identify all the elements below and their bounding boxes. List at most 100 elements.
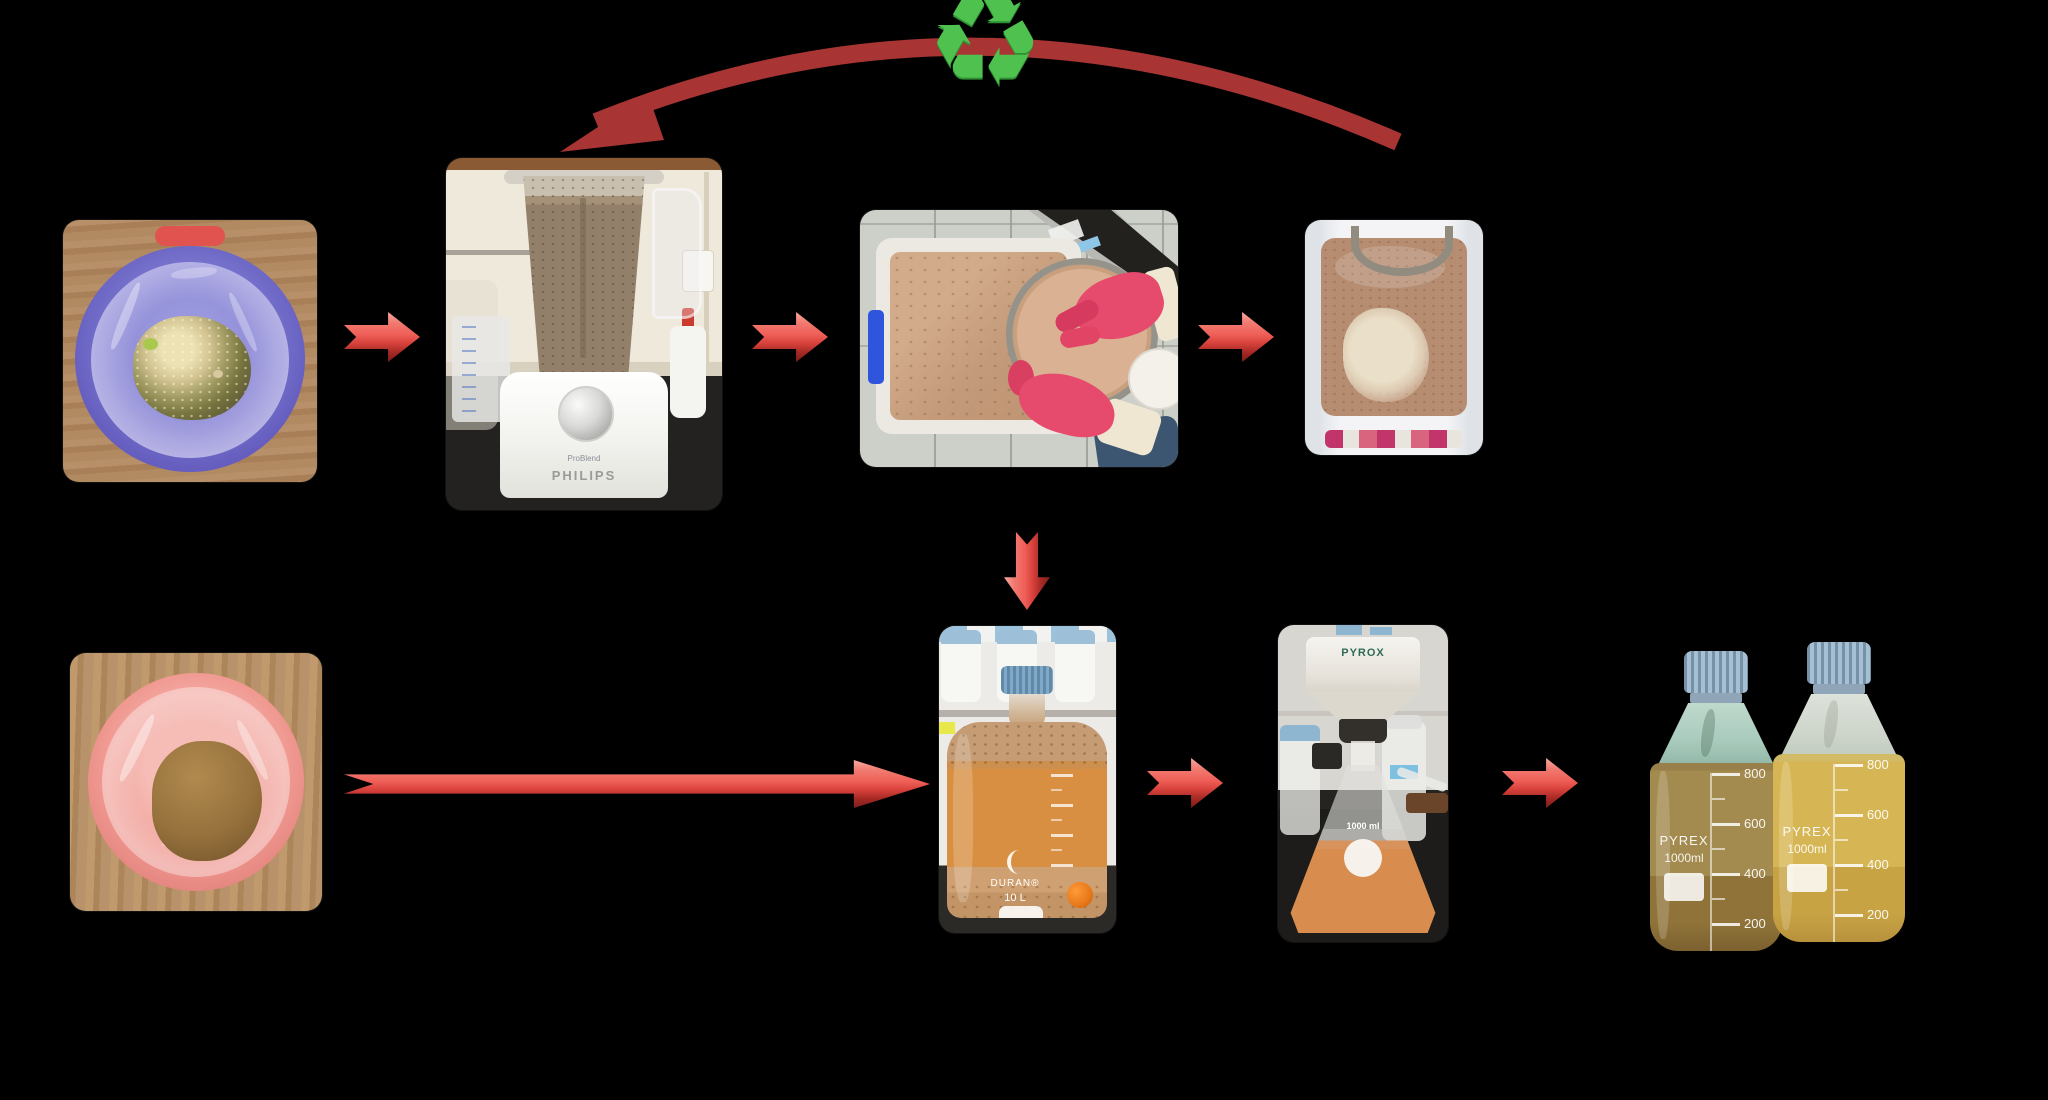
photo-settled-residue-bucket <box>70 653 322 911</box>
bottle-cap <box>1280 725 1320 741</box>
white-label <box>1664 873 1704 901</box>
metal-scoop-rim <box>1351 226 1453 276</box>
photo-final-product-bottles: 800 600 400 200 PYREX 1000ml <box>1650 642 1905 957</box>
blender-shaft <box>580 198 586 358</box>
white-label <box>1787 864 1827 892</box>
bottle-cap <box>1055 630 1095 644</box>
white-foam-patch <box>1343 308 1429 402</box>
blender-dial <box>558 386 614 442</box>
graduation-label: 400 <box>1744 866 1766 881</box>
food-scraps-texture <box>133 316 251 420</box>
background-bottle <box>1055 630 1095 702</box>
measuring-cup-scale <box>462 324 476 412</box>
graduation-label: 600 <box>1867 807 1889 822</box>
blender-handle <box>652 188 702 319</box>
cap-ribs <box>1807 642 1871 684</box>
graduation-label: 800 <box>1867 757 1889 772</box>
graduation-tick <box>1051 834 1073 837</box>
bottle-cloth-cap <box>1386 715 1422 729</box>
black-valve <box>1312 743 1342 769</box>
cap-collar <box>1813 684 1865 694</box>
bottle-cap <box>941 630 981 644</box>
arrow-step6-to-step5 <box>344 760 930 808</box>
arrow-step5-to-step7 <box>1147 758 1223 808</box>
bottle-body: 800 600 400 200 PYREX 1000ml <box>1773 754 1905 942</box>
wall-outlet <box>682 250 714 292</box>
flask-label-circle <box>1344 839 1382 877</box>
bin-handle <box>155 226 225 246</box>
cap-ribs <box>1684 651 1748 693</box>
background-cap <box>1336 625 1362 635</box>
cap-ribs <box>1001 666 1053 694</box>
product-bottle-dark: 800 600 400 200 PYREX 1000ml <box>1650 651 1782 957</box>
residue-liquid <box>152 741 262 861</box>
white-label <box>999 906 1043 918</box>
graduation-tick <box>1712 823 1740 826</box>
sticky-note <box>939 722 955 734</box>
philips-logo: PHILIPS <box>551 468 617 483</box>
photo-filtration: PYROX 1000 ml <box>1278 625 1448 942</box>
rubber-stopper <box>1339 719 1387 743</box>
graduation-label: 200 <box>1744 916 1766 931</box>
buchner-funnel <box>1306 637 1420 693</box>
vegetable-speck <box>143 338 158 350</box>
background-bottle <box>941 630 981 702</box>
duran-logo-mark <box>1007 850 1031 874</box>
graduation-tick <box>1835 789 1848 791</box>
graduation-tick <box>1835 914 1863 917</box>
graduation-tick <box>1712 798 1725 800</box>
bottle-shoulder <box>1781 694 1897 756</box>
glass-highlight <box>953 734 973 902</box>
graduation-tick <box>1051 774 1073 777</box>
return-arrow <box>560 37 1402 152</box>
graduation-tick <box>1712 923 1740 926</box>
graduation-spine <box>1833 764 1835 942</box>
blue-tub-clip <box>868 310 884 384</box>
flask-capacity: 1000 ml <box>1346 821 1380 831</box>
graduation-label: 400 <box>1867 857 1889 872</box>
squeeze-bottle <box>670 326 706 418</box>
photo-fermentation-carboy: DURAN® 10 L WARNING <box>939 626 1116 933</box>
bottle-shoulder <box>1658 703 1774 765</box>
arrow-step7-to-step8 <box>1502 758 1578 808</box>
photo-fermentation-tub <box>1305 220 1483 455</box>
graduation-tick <box>1835 814 1863 817</box>
bottle-cap <box>997 630 1037 644</box>
pink-cloth <box>1325 430 1463 448</box>
graduation-label: 600 <box>1744 816 1766 831</box>
graduation-tick <box>1835 889 1848 891</box>
photo-sieving <box>860 210 1178 467</box>
foam-layer <box>947 722 1107 764</box>
arrow-step1-to-step2 <box>344 312 420 362</box>
carboy-neck <box>1009 690 1045 724</box>
cap-collar <box>1690 693 1742 703</box>
shelf-rod <box>446 250 566 255</box>
photo-food-waste-bin <box>63 220 317 482</box>
duran-brand: DURAN® <box>990 878 1040 889</box>
white-bowl <box>1128 348 1178 410</box>
graduation-tick <box>1051 789 1062 791</box>
wood-block <box>1406 793 1448 813</box>
graduation-label: 200 <box>1867 907 1889 922</box>
orange-cap <box>1067 882 1093 908</box>
graduation-tick <box>1712 773 1740 776</box>
recycle-icon: ♻ <box>926 0 1045 113</box>
rice-speck <box>213 370 223 378</box>
graduation-tick <box>1835 839 1848 841</box>
bottle-capacity: 1000ml <box>1787 842 1827 856</box>
funnel-brand: PYROX <box>1341 647 1385 659</box>
pyrex-brand: PYREX <box>1782 824 1832 839</box>
graduation-tick <box>1051 864 1073 867</box>
graduation-tick <box>1051 804 1073 807</box>
graduation-tick <box>1835 864 1863 867</box>
graduation-tick <box>1051 849 1062 851</box>
photo-blending: ProBlend PHILIPS <box>446 158 722 510</box>
graduation-tick <box>1835 764 1863 767</box>
arrow-step2-to-step3 <box>752 312 828 362</box>
background-cap <box>1370 627 1392 635</box>
blue-screw-cap <box>1001 666 1053 694</box>
product-bottle-light: 800 600 400 200 PYREX 1000ml <box>1773 642 1905 948</box>
graduation-tick <box>1712 898 1725 900</box>
arrow-step3-to-step5 <box>1004 532 1050 610</box>
graduation-tick <box>1051 819 1062 821</box>
